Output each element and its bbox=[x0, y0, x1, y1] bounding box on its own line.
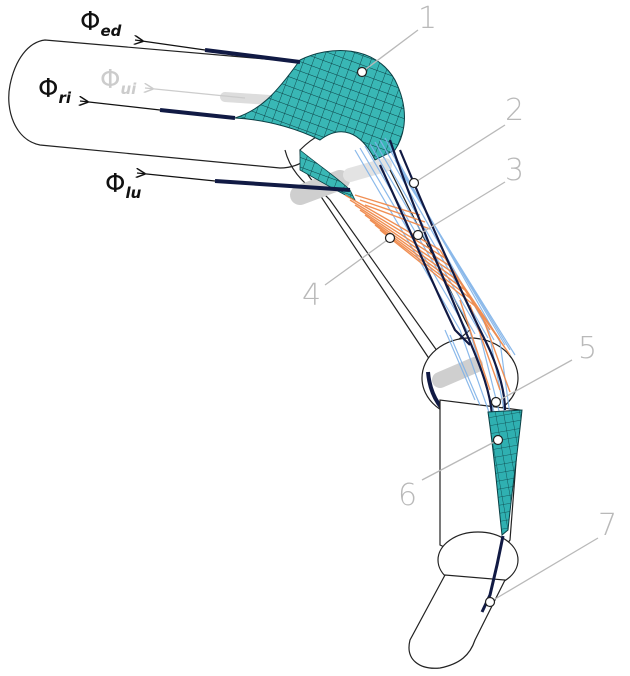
force-label-lu: Φlu bbox=[105, 169, 142, 202]
callout-label-3: 3 bbox=[505, 153, 524, 188]
callout-label-2: 2 bbox=[505, 93, 524, 128]
force-label-ed: Φed bbox=[80, 7, 122, 40]
callout-label-5: 5 bbox=[578, 331, 597, 366]
callout-3: 3 bbox=[414, 153, 525, 240]
callout-label-7: 7 bbox=[598, 508, 617, 543]
callout-label-4: 4 bbox=[302, 278, 321, 313]
callout-label-1: 1 bbox=[418, 1, 437, 36]
svg-text:Φlu: Φlu bbox=[105, 169, 142, 202]
svg-text:Φed: Φed bbox=[80, 7, 122, 40]
ui-joint-axis bbox=[225, 97, 270, 100]
callout-label-6: 6 bbox=[398, 478, 417, 513]
callout-4: 4 bbox=[302, 234, 395, 314]
